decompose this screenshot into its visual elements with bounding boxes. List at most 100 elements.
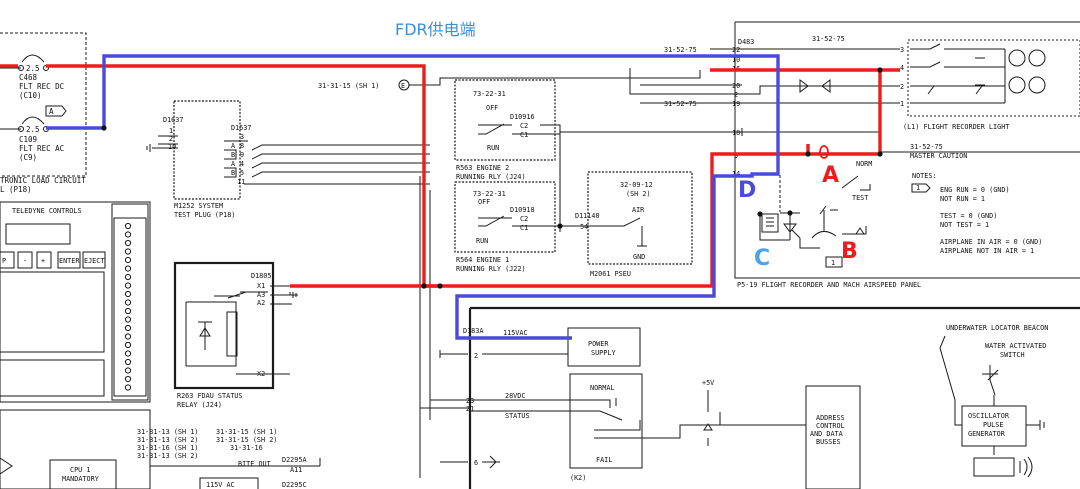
engine-1-running-relay: 73-22-31 OFF RUN D10918 C2 C1 R564 ENGIN… xyxy=(454,181,600,273)
bite-out-label: BITE OUT xyxy=(238,460,271,468)
pseu-air: AIR xyxy=(632,206,645,214)
cb-flt-rec-ac-ref: (C9) xyxy=(19,153,37,162)
pseu-sheet: (SH 2) xyxy=(626,190,651,198)
ref-6: 31-31-15 (SH 2) xyxy=(216,436,277,444)
panel-ref-pin19: 31-52-75 xyxy=(664,100,697,108)
test-plug-conn-right: D1637 xyxy=(231,124,251,132)
annotation-a: A xyxy=(822,163,839,188)
pseu-ref: 32-09-12 xyxy=(620,181,653,189)
notes-title: NOTES: xyxy=(912,172,937,180)
engine1-run: RUN xyxy=(476,237,488,245)
ac-115-label: 115V AC xyxy=(206,481,235,489)
beacon-title: UNDERWATER LOCATOR BEACON xyxy=(946,324,1048,332)
junction-dot xyxy=(805,151,811,157)
fdau-pin-a3: A3 xyxy=(257,291,265,299)
panel-bolt xyxy=(124,231,132,238)
panel-bolt xyxy=(124,358,132,366)
panel-bolt xyxy=(124,341,132,349)
plug-pin-5: 5 xyxy=(240,169,244,177)
pseu-module: 32-09-12 (SH 2) D11140 54 AIR GND M2061 … xyxy=(575,171,693,278)
junction-dot xyxy=(101,125,107,131)
fdau-label-1: R263 FDAU STATUS xyxy=(177,392,242,400)
engine2-label-2: RUNNING RLY (J24) xyxy=(456,173,526,181)
panel-bolt xyxy=(124,324,132,332)
panel-pin-9: 9 xyxy=(734,152,738,160)
panel-pin-2: 2 xyxy=(734,91,738,99)
lamp-4-icon xyxy=(1028,76,1046,94)
cb-flag-label: A xyxy=(49,107,54,116)
test-plug-label-1: M1252 SYSTEM xyxy=(174,202,223,210)
ref-1: 31-31-13 (SH 1) xyxy=(137,428,198,436)
switch-num: 1 xyxy=(831,259,835,267)
cb-flt-rec-dc-rating: 2.5 xyxy=(26,64,40,73)
panel-pin-22: 22 xyxy=(732,46,740,54)
power-conn: D183A xyxy=(463,327,483,335)
ref-5: 31-31-15 (SH 1) xyxy=(216,428,277,436)
light-pin-4: 4 xyxy=(900,64,904,72)
fdau-label-2: RELAY (J24) xyxy=(177,401,222,409)
engine2-label-1: R563 ENGINE 2 xyxy=(456,164,509,172)
engine2-off: OFF xyxy=(486,104,498,112)
junction-dot xyxy=(877,67,883,73)
bottom-refs: 31-31-13 (SH 1) 31-31-13 (SH 2) 31-31-16… xyxy=(137,428,321,489)
cb-flt-rec-dc-name: FLT REC DC xyxy=(19,82,64,91)
plug-pin-11: 11 xyxy=(237,178,245,186)
ref-3: 31-31-16 (SH 1) xyxy=(137,444,198,452)
osc-line-1: OSCILLATOR xyxy=(968,412,1010,420)
panel-bolt xyxy=(124,367,132,374)
junction-dot xyxy=(757,211,763,217)
power-supply: D183A 115VAC POWER SUPPLY 2 xyxy=(439,306,1080,489)
panel-bolt xyxy=(124,239,132,247)
power-label-2: SUPPLY xyxy=(591,349,616,357)
panel-pin-10: 10 xyxy=(732,56,740,64)
ref-7: 31-31-16 xyxy=(230,444,263,452)
load-circuit-label: TRONIC LOAD CIRCUIT xyxy=(0,176,86,185)
panel-label: P5-19 FLIGHT RECORDER AND MACH AIRSPEED … xyxy=(737,281,921,289)
switch-norm: NORM xyxy=(856,160,872,168)
address-line-4: BUSSES xyxy=(816,438,841,446)
system-test-plug: D1637 D1637 1 2 10 3 8 9 4 5 11 A B A B … xyxy=(146,100,430,219)
lamp-1-icon xyxy=(1008,49,1026,67)
cb-flt-rec-ac-name: FLT REC AC xyxy=(19,144,64,153)
k2-pin-6: 6 xyxy=(474,459,478,467)
panel-bolt xyxy=(124,256,132,264)
plug-pin-8: 8 xyxy=(240,142,244,150)
plug-pin-3: 3 xyxy=(240,133,244,141)
panel-pin-19: 19 xyxy=(732,100,740,108)
load-circuit-ref: L (P18) xyxy=(0,185,32,194)
k2-pin-21: 21 xyxy=(466,405,474,413)
k2-normal: NORMAL xyxy=(590,384,615,392)
note-line-5: AIRPLANE IN AIR = 0 (GND) xyxy=(940,238,1042,246)
plug-letter-b1: B xyxy=(231,151,235,159)
cpu-mandatory-label: MANDATORY xyxy=(62,475,99,483)
left-circuit-breaker-panel: 2.5 C468 FLT REC DC (C10) 2.5 C109 FLT R… xyxy=(0,32,87,194)
key-eject: EJECT xyxy=(84,257,104,265)
panel-bolt xyxy=(124,299,132,306)
ref-2: 31-31-13 (SH 2) xyxy=(137,436,198,444)
note-1-num: 1 xyxy=(916,184,920,192)
annotation-b: B xyxy=(841,239,858,264)
master-caution-ref: 31-52-75 xyxy=(910,143,943,151)
panel-bolt xyxy=(124,265,132,272)
fdau-status-relay: D1805 X1 A3 A2 X2 R263 FDAU STATUS RELAY… xyxy=(173,261,298,409)
junction-dot xyxy=(557,223,563,229)
junction-dot xyxy=(437,283,443,289)
ref-e-symbol: E xyxy=(401,82,405,90)
pseu-pin: 54 xyxy=(580,223,588,231)
switch-num-flag xyxy=(825,256,843,268)
cb-flt-rec-dc-ref: (C10) xyxy=(19,91,42,100)
lamp-3-icon xyxy=(1008,76,1026,94)
k2-pin-23: 23 xyxy=(466,397,474,405)
panel-bolt xyxy=(124,222,132,230)
lamp-2-icon xyxy=(1028,49,1046,67)
panel-bolt xyxy=(124,375,132,383)
engine1-conn: D10918 xyxy=(510,206,535,214)
teledyne-label: TELEDYNE CONTROLS xyxy=(12,207,82,215)
power-pin: 2 xyxy=(474,352,478,360)
ref-4: 31-31-13 (SH 2) xyxy=(137,452,198,460)
junction-dot xyxy=(877,151,883,157)
note-line-2: NOT RUN = 1 xyxy=(940,195,985,203)
plug-pin-2: 2 xyxy=(169,135,173,143)
k2-status: STATUS xyxy=(505,412,530,420)
panel-bolt xyxy=(124,273,132,281)
